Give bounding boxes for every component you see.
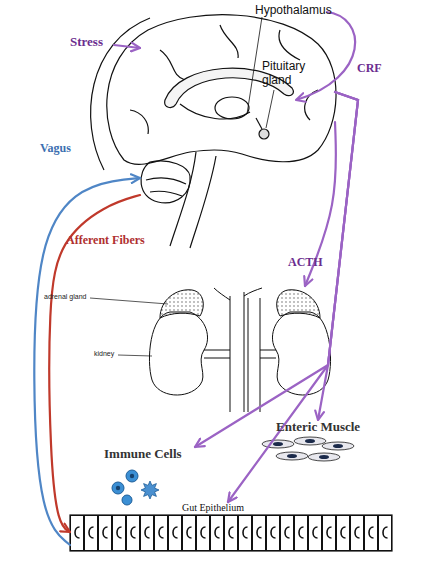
immune-cells-drawing bbox=[112, 470, 159, 505]
brainstem bbox=[170, 152, 216, 248]
kidney-shape bbox=[149, 312, 207, 395]
target-tissue: Gut Epithelium bbox=[70, 502, 395, 554]
target-label: Gut Epithelium bbox=[182, 502, 282, 514]
stress-arrow bbox=[114, 45, 140, 48]
target-group: Immune Cells bbox=[104, 447, 204, 507]
part-label: adrenal gland bbox=[44, 293, 100, 301]
cerebellum bbox=[141, 161, 190, 203]
brain-drawing bbox=[91, 15, 336, 248]
kidney-drawing bbox=[90, 288, 331, 412]
connector-label: ACTH bbox=[288, 256, 323, 270]
adrenal-shape bbox=[277, 290, 320, 318]
cell-nucleus bbox=[287, 454, 297, 458]
leader-line bbox=[266, 90, 274, 128]
cell-nucleus bbox=[305, 439, 315, 443]
connector-label: Afferent Fibers bbox=[66, 234, 145, 248]
muscle-cell bbox=[262, 440, 294, 448]
stress-input: Stress bbox=[70, 35, 114, 53]
connector-label: Vagus bbox=[40, 142, 71, 156]
cell-nucleus bbox=[130, 474, 134, 478]
immune-cell bbox=[122, 495, 132, 505]
cell-nucleus bbox=[273, 442, 283, 446]
cerebrum-outline bbox=[107, 15, 336, 165]
leader-line bbox=[247, 17, 262, 114]
cell-nucleus bbox=[319, 455, 329, 459]
brain-figure: HypothalamusPituitary gland bbox=[140, 4, 335, 240]
dendritic-cell bbox=[141, 481, 159, 499]
target-group: Enteric Muscle bbox=[262, 420, 374, 465]
part-label: Pituitary gland bbox=[262, 60, 320, 88]
immune-cell bbox=[126, 470, 138, 482]
muscle-cell bbox=[276, 452, 308, 460]
muscle-cell bbox=[322, 442, 354, 450]
muscle-cells-drawing bbox=[262, 437, 354, 461]
great-vessels bbox=[230, 292, 260, 412]
target-label: Immune Cells bbox=[104, 447, 204, 462]
target-label: Enteric Muscle bbox=[276, 420, 372, 435]
hormone-arrow bbox=[228, 92, 358, 502]
part-label: Hypothalamus bbox=[255, 4, 335, 18]
great-vessels bbox=[214, 288, 262, 300]
renal-vessels bbox=[204, 350, 276, 358]
muscle-cell bbox=[294, 437, 326, 445]
cell-nucleus bbox=[116, 486, 120, 490]
input-label: Stress bbox=[70, 35, 114, 50]
hormone-arrow bbox=[195, 92, 358, 447]
thalamus bbox=[215, 97, 249, 119]
leader-line bbox=[118, 355, 152, 356]
immune-cell bbox=[112, 482, 124, 494]
pituitary-gland bbox=[259, 129, 269, 139]
cerebellum-folia bbox=[146, 178, 186, 196]
leader-line bbox=[90, 298, 168, 304]
muscle-cell bbox=[308, 453, 340, 461]
adrenal-kidney-figure: adrenal glandkidney bbox=[140, 286, 340, 414]
crf-arrow bbox=[296, 12, 355, 100]
epithelium-cells bbox=[70, 515, 392, 551]
hormone-label: CRF bbox=[357, 62, 382, 76]
cell-nucleus bbox=[333, 444, 343, 448]
part-label: kidney bbox=[94, 350, 124, 358]
pituitary-stalk bbox=[256, 118, 262, 129]
